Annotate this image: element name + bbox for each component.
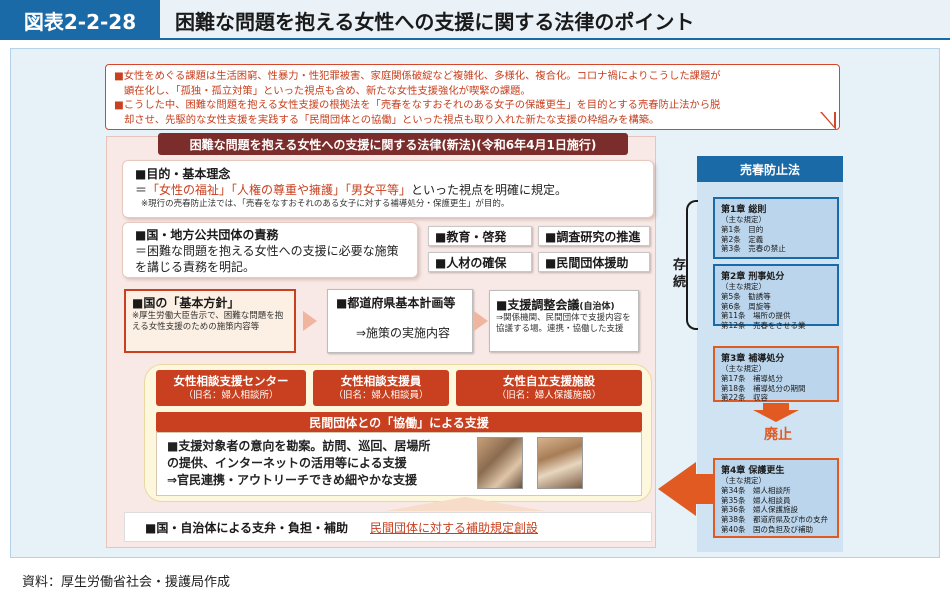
chapter-line: 第1条 目的 — [721, 224, 764, 234]
chapter-line: 第38条 都道府県及び市の支弁 — [721, 515, 829, 524]
tag-private-aid: ■民間団体援助 — [538, 252, 650, 272]
chapter-line: 第40条 国の負担及び補助 — [721, 524, 814, 534]
chapter-line: 第5条 勧誘等 — [721, 291, 771, 301]
duty-text: ＝困難な問題を抱える女性への支援に必要な施策を講じる責務を明記。 — [135, 244, 399, 275]
chapter-line: 第17条 補導処分 — [721, 373, 784, 383]
org-women-support-staff: 女性相談支援員 （旧名：婦人相談員） — [313, 370, 449, 406]
chapter-line: （主な規定） — [721, 364, 766, 373]
summary-line: 却させ、先駆的な女性支援を実践する「民間団体との協働」といった視点も取り入れた新… — [124, 113, 660, 126]
support-photo — [537, 437, 583, 489]
summary-line: ■女性をめぐる課題は生活困窮、性暴力・性犯罪被害、家庭関係破綻など複雑化、多様化… — [114, 70, 721, 82]
exist-label: 存続 — [673, 258, 687, 290]
chapter-line: 第35条 婦人相談員 — [721, 495, 791, 505]
org-old-name: （旧名：婦人保護施設） — [496, 389, 602, 401]
purpose-suffix: といった視点を明確に規定。 — [411, 183, 568, 197]
prefecture-plan-box: ■都道府県基本計画等 ⇒施策の実施内容 — [327, 289, 473, 353]
purpose-values: 「女性の福祉」「人権の尊重や擁護」「男女平等」 — [147, 183, 412, 197]
brace — [686, 200, 698, 330]
chapter-line: 第6条 周旋等 — [721, 301, 771, 311]
collab-line: の提供、インターネットの活用等による支援 — [167, 455, 407, 470]
arrow-right — [474, 311, 488, 331]
chapter-title: 第3章 補導処分 — [721, 354, 785, 364]
tag-research: ■調査研究の推進 — [538, 226, 650, 246]
chapter-title: 第4章 保護更生 — [721, 466, 785, 476]
tag-education: ■教育・啓発 — [428, 226, 532, 246]
council-box: ■支援調整会議(自治体) ⇒関係機関、民間団体で支援内容を協議する場。連携・協働… — [489, 290, 639, 352]
purpose-card: ■目的・基本理念 ＝「女性の福祉」「人権の尊重や擁護」「男女平等」といった視点を… — [122, 160, 654, 218]
chapter-title: 第2章 刑事処分 — [721, 272, 785, 282]
summary-line: ■こうした中、困難な問題を抱える女性支援の根拠法を「売春をなすおそれのある女子の… — [114, 99, 721, 112]
policy-note: ※厚生労働大臣告示で、困難な問題を抱える女性支援のための施策内容等 — [132, 311, 284, 333]
new-law-title: 困難な問題を抱える女性への支援に関する法律(新法)(令和6年4月1日施行) — [158, 133, 628, 155]
support-photo — [477, 437, 523, 489]
org-old-name: （旧名：婦人相談所） — [183, 389, 279, 401]
org-women-independence-facility: 女性自立支援施設 （旧名：婦人保護施設） — [456, 370, 642, 406]
chapter-line: 第12条 売春をさせる業 — [721, 321, 806, 330]
council-heading-row: ■支援調整会議(自治体) — [496, 294, 632, 313]
figure-title: 困難な問題を抱える女性への支援に関する法律のポイント — [175, 9, 695, 34]
chapter-line: （主な規定） — [721, 282, 766, 291]
chapter-line: 第22条 収容 — [721, 393, 769, 403]
summary-box: ■女性をめぐる課題は生活困窮、性暴力・性犯罪被害、家庭関係破綻など複雑化、多様化… — [105, 64, 840, 130]
council-text: ⇒関係機関、民間団体で支援内容を協議する場。連携・協働した支援 — [496, 313, 631, 335]
tag-staff: ■人材の確保 — [428, 252, 532, 272]
purpose-note: ※現行の売春防止法では、「売春をなすおそれのある女子に対する補導処分・保護更生」… — [141, 199, 510, 210]
abolish-arrow-shaft — [763, 403, 789, 411]
collab-line: ⇒官民連携・アウトリーチできめ細やかな支援 — [167, 472, 418, 487]
org-old-name: （旧名：婦人相談員） — [333, 389, 429, 401]
chapter-line: 第2条 定義 — [721, 234, 764, 244]
duty-card: ■国・地方公共団体の責務 ＝困難な問題を抱える女性への支援に必要な施策を講じる責… — [122, 222, 418, 278]
figure-number: 図表2-2-28 — [0, 0, 160, 40]
abolish-arrow-head — [753, 410, 799, 422]
abolish-label: 廃止 — [764, 427, 792, 443]
chapter-line: 第36条 婦人保護施設 — [721, 505, 799, 515]
purpose-text: ＝「女性の福祉」「人権の尊重や擁護」「男女平等」といった視点を明確に規定。 — [135, 182, 641, 199]
callout-tail-inner — [822, 112, 834, 126]
funding-box: ■国・自治体による支弁・負担・補助 民間団体に対する補助規定創設 — [124, 512, 652, 542]
chapter-line: 第34条 婦人相談所 — [721, 485, 791, 495]
org-name: 女性自立支援施設 — [503, 374, 595, 388]
old-law-title: 売春防止法 — [697, 156, 843, 182]
chapter-4: 第4章 保護更生 （主な規定） 第34条 婦人相談所 第35条 婦人相談員 第3… — [713, 458, 839, 538]
council-heading: ■支援調整会議 — [496, 298, 580, 312]
chapter-3: 第3章 補導処分 （主な規定） 第17条 補導処分 第18条 補導処分の期間 第… — [713, 346, 839, 402]
funding-text: ■国・自治体による支弁・負担・補助 — [145, 520, 348, 535]
summary-line: 顕在化し、「孤独・孤立対策」といった視点も含め、新たな女性支援強化が喫緊の課題。 — [124, 84, 531, 97]
transfer-arrow-body — [695, 474, 715, 504]
basic-policy-box: ■国の「基本方針」 ※厚生労働大臣告示で、困難な問題を抱える女性支援のための施策… — [124, 289, 296, 353]
chapter-line: 第11条 場所の提供 — [721, 311, 791, 321]
org-name: 女性相談支援センター — [173, 374, 289, 388]
collaboration-title: 民間団体との「協働」による支援 — [156, 412, 642, 432]
purpose-prefix: ＝ — [135, 183, 148, 197]
chapter-line: （主な規定） — [721, 476, 766, 485]
chapter-1: 第1章 総則 （主な規定） 第1条 目的 第2条 定義 第3条 売春の禁止 — [713, 197, 839, 259]
org-name: 女性相談支援員 — [340, 374, 422, 388]
chapter-title: 第1章 総則 — [721, 205, 767, 215]
funding-arrow — [385, 497, 545, 511]
plan-heading: ■都道府県基本計画等 — [336, 296, 456, 310]
plan-text: ⇒施策の実施内容 — [356, 326, 451, 340]
council-heading-small: (自治体) — [579, 302, 615, 312]
subsidy-provision-text: 民間団体に対する補助規定創設 — [369, 520, 538, 535]
chapter-line: 第3条 売春の禁止 — [721, 244, 786, 254]
chapter-line: （主な規定） — [721, 215, 766, 224]
collab-line: ■支援対象者の意向を勘案。訪問、巡回、居場所 — [167, 439, 431, 453]
org-women-support-center: 女性相談支援センター （旧名：婦人相談所） — [156, 370, 306, 406]
source-note: 資料：厚生労働省社会・援護局作成 — [22, 575, 231, 590]
chapter-line: 第18条 補導処分の期間 — [721, 383, 806, 393]
duty-heading: ■国・地方公共団体の責務 — [135, 228, 279, 242]
policy-heading: ■国の「基本方針」 — [132, 296, 240, 310]
transfer-arrow-head — [658, 462, 696, 516]
chapter-2: 第2章 刑事処分 （主な規定） 第5条 勧誘等 第6条 周旋等 第11条 場所の… — [713, 264, 839, 330]
purpose-heading: ■目的・基本理念 — [135, 167, 231, 181]
arrow-right — [303, 311, 317, 331]
